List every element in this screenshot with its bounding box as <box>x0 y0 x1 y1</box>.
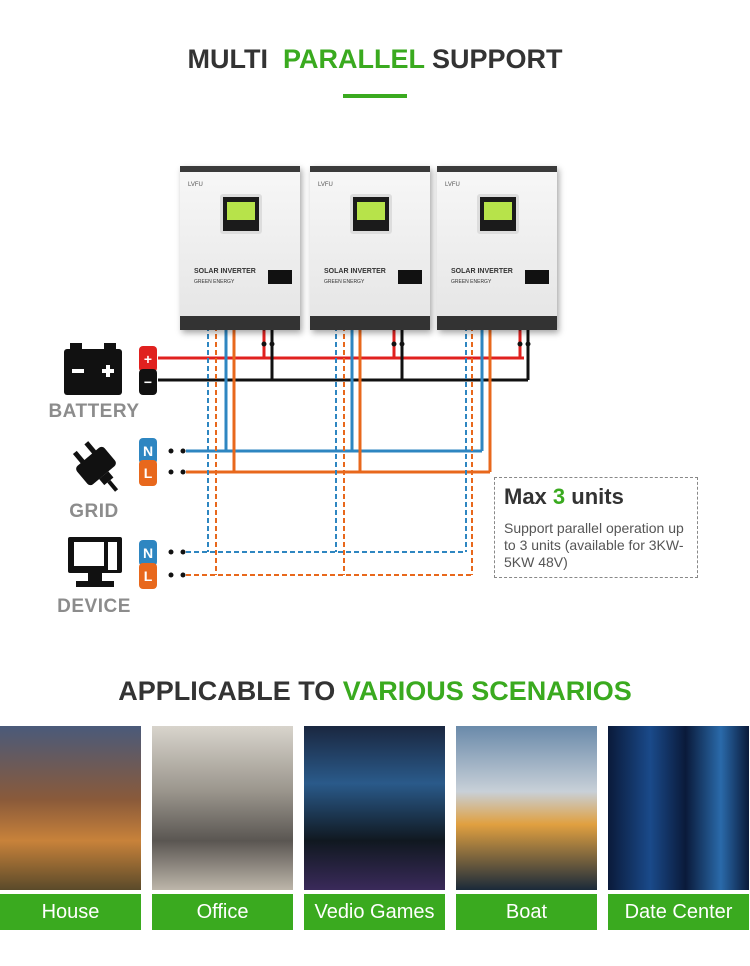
device-neutral-terminal: N <box>139 540 157 566</box>
inverter-label: SOLAR INVERTER <box>324 268 386 275</box>
scenarios-title-part-2: VARIOUS SCENARIOS <box>342 676 632 706</box>
section-title: MULTI PARALLEL SUPPORT <box>0 44 750 75</box>
device-live-wires <box>186 310 473 576</box>
house-photo <box>0 726 141 890</box>
device-icon <box>68 537 122 587</box>
battery-label: BATTERY <box>48 401 140 422</box>
warning-sticker <box>525 270 549 284</box>
device-live-terminal: L <box>139 563 157 589</box>
inverter-sublabel: GREEN ENERGY <box>324 279 365 285</box>
grid-live-terminal: L <box>139 460 157 486</box>
scenario-video-games: Vedio Games <box>304 726 445 930</box>
inverter-unit-1: LVFU SOLAR INVERTER GREEN ENERGY <box>180 166 300 330</box>
inverter-unit-2: LVFU SOLAR INVERTER GREEN ENERGY <box>310 166 430 330</box>
max-units-description: Support parallel operation up to 3 units… <box>504 520 684 570</box>
scenario-label: Boat <box>456 894 597 930</box>
device-neutral-wires <box>186 310 467 553</box>
inverter-label: SOLAR INVERTER <box>451 268 513 275</box>
title-underline <box>343 94 407 98</box>
warning-sticker <box>398 270 422 284</box>
scenario-label: Office <box>152 894 293 930</box>
scenario-house: House <box>0 726 141 930</box>
grid-neutral-terminal: N <box>139 438 157 464</box>
brand-logo: LVFU <box>318 182 333 188</box>
brand-logo: LVFU <box>188 182 203 188</box>
warning-sticker <box>268 270 292 284</box>
inverter-unit-3: LVFU SOLAR INVERTER GREEN ENERGY <box>437 166 557 330</box>
gaming-room-photo <box>304 726 445 890</box>
lcd-display <box>477 194 519 234</box>
heading-number: 3 <box>552 484 566 509</box>
lcd-display <box>220 194 262 234</box>
title-part-1: MULTI <box>187 44 268 74</box>
heading-text-2: units <box>571 484 624 509</box>
battery-icon <box>64 343 122 395</box>
scenarios-title: APPLICABLE TO VARIOUS SCENARIOS <box>0 676 750 707</box>
scenario-label: Vedio Games <box>304 894 445 930</box>
brand-logo: LVFU <box>445 182 460 188</box>
heading-text-1: Max <box>504 484 547 509</box>
scenario-office: Office <box>152 726 293 930</box>
scenarios-title-part-1: APPLICABLE TO <box>118 676 336 706</box>
office-photo <box>152 726 293 890</box>
inverter-label: SOLAR INVERTER <box>194 268 256 275</box>
scenario-boat: Boat <box>456 726 597 930</box>
inverter-sublabel: GREEN ENERGY <box>451 279 492 285</box>
title-part-2: PARALLEL <box>282 44 425 74</box>
scenario-label: House <box>0 894 141 930</box>
device-label: DEVICE <box>57 596 131 617</box>
max-units-box: Max 3 units Support parallel operation u… <box>494 477 698 578</box>
battery-positive-terminal: + <box>139 346 157 372</box>
plug-icon <box>72 441 119 492</box>
max-units-heading: Max 3 units <box>504 484 624 510</box>
lcd-display <box>350 194 392 234</box>
battery-negative-terminal: − <box>139 369 157 395</box>
data-center-photo <box>608 726 749 890</box>
scenario-label: Date Center <box>608 894 749 930</box>
scenario-data-center: Date Center <box>608 726 749 930</box>
inverter-sublabel: GREEN ENERGY <box>194 279 235 285</box>
title-part-3: SUPPORT <box>431 44 563 74</box>
grid-label: GRID <box>69 501 119 522</box>
grid-live-wires <box>186 310 492 474</box>
boat-photo <box>456 726 597 890</box>
